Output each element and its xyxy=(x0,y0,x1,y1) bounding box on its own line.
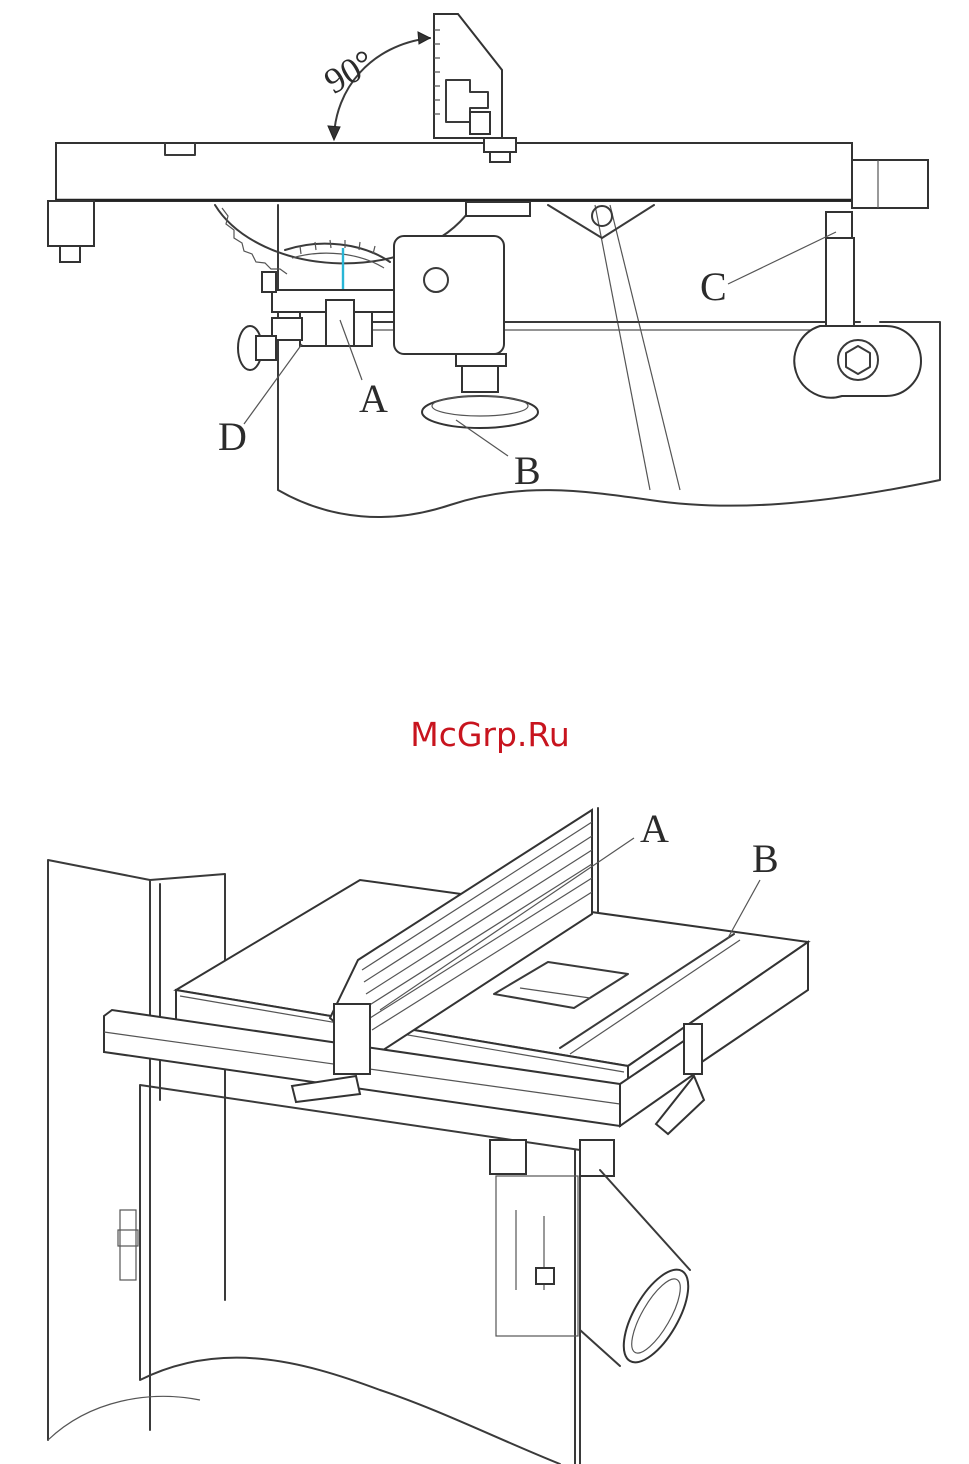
callout-b-top: B xyxy=(514,448,541,493)
dust-port xyxy=(611,1260,701,1372)
fence-lock-bolt xyxy=(826,212,852,238)
arbor-block xyxy=(394,236,504,354)
callout-a-bottom: A xyxy=(640,806,669,851)
callout-c-top: C xyxy=(700,264,727,309)
tilt-scale-ticks xyxy=(300,240,375,254)
left-clamp xyxy=(48,201,94,246)
left-cabinet xyxy=(48,860,225,1440)
callout-a-top: A xyxy=(359,376,388,421)
callout-b-bottom: B xyxy=(752,836,779,881)
pivot-bolt xyxy=(592,206,612,226)
leader-c xyxy=(728,232,836,284)
rip-fence-profile xyxy=(434,14,502,138)
figure-top-fence-angle: 90° xyxy=(48,14,940,517)
figure-bottom-isometric: A B xyxy=(48,806,808,1464)
support-strut xyxy=(595,205,650,490)
table-top xyxy=(56,143,852,201)
right-bracket-hub xyxy=(794,326,921,398)
leader-b-bottom xyxy=(728,880,760,938)
arc-arrow-top xyxy=(418,32,430,44)
angle-label: 90° xyxy=(317,42,381,102)
callout-d-top: D xyxy=(218,414,247,459)
blade-guard-panel xyxy=(496,1176,578,1336)
arc-arrow-bottom xyxy=(328,126,340,140)
watermark-text: McGrp.Ru xyxy=(410,715,570,754)
fence-carriage xyxy=(334,1004,370,1074)
cabinet-hinge xyxy=(120,1210,136,1280)
table-extension xyxy=(852,160,928,208)
fence-clamp-foot xyxy=(484,138,516,152)
